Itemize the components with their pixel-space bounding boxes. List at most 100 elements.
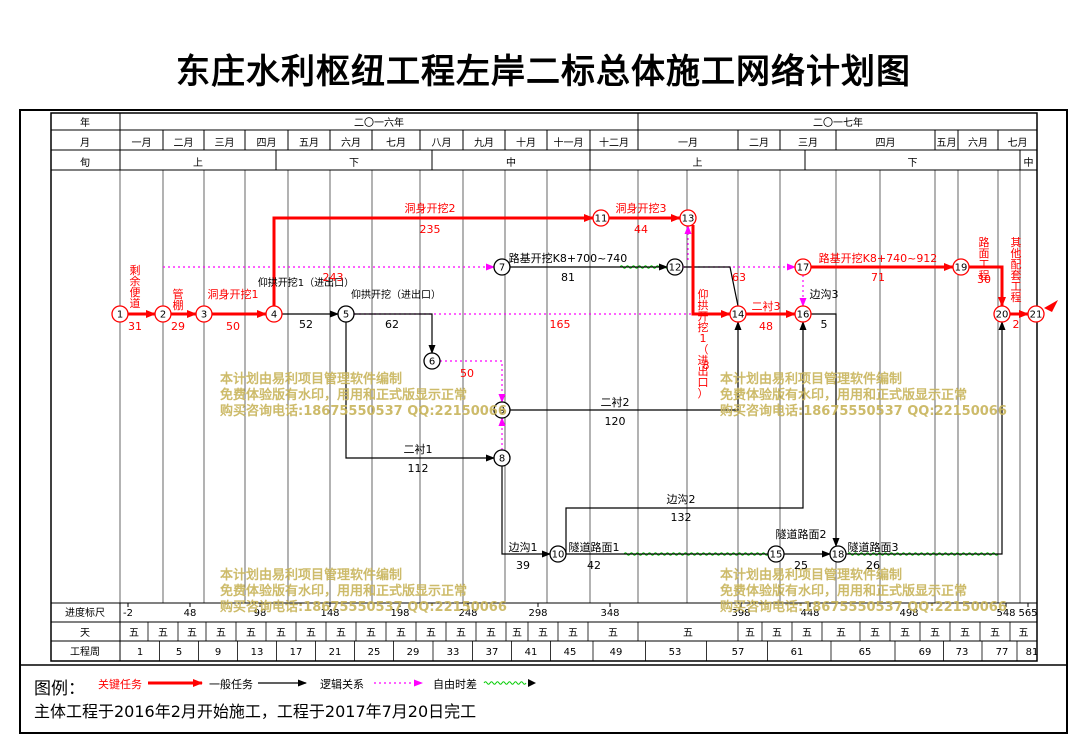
task-duration-17: 132 [671,511,692,524]
month-label-8: 九月 [474,137,494,149]
day-mark-4: 五 [246,628,256,639]
task-name-7: 路基开挖K8+740~912 [819,251,938,265]
task-duration-14: 112 [408,462,429,475]
task-name-5-char-9: ） [698,387,709,400]
progress-tick-2: 98 [254,608,267,619]
progress-tick-4: 198 [390,608,409,619]
week-label-7: 29 [407,647,420,658]
task-name-15: 边沟1 [509,541,538,554]
month-label-0: 一月 [132,137,152,149]
day-mark-13: 五 [512,628,522,639]
task-name-8-char-0: 路 [979,236,990,249]
watermark-line-2-1: 免费体验版有水印，用用和正式版显示正常 [220,583,467,599]
day-mark-18: 五 [745,628,755,639]
day-mark-14: 五 [538,628,548,639]
task-name-5-char-5: （ [698,343,709,356]
day-mark-20: 五 [802,628,812,639]
task-name-11: 仰拱开挖（进出口） [351,288,441,301]
crit-13-14 [691,225,731,318]
task-name-13: 二衬2 [601,396,630,409]
day-mark-11: 五 [456,628,466,639]
week-label-16: 65 [859,647,872,658]
day-mark-22: 五 [870,628,880,639]
watermark-line-3-0: 本计划由易利项目管理软件编制 [720,567,902,583]
day-mark-21: 五 [836,628,846,639]
legend-logic-label: 逻辑关系 [320,678,364,691]
task-name-9-char-5: 程 [1011,291,1022,304]
task-duration-16: 42 [587,559,601,572]
node-12[interactable] [666,258,684,276]
task-name-17: 边沟2 [667,493,696,506]
day-mark-10: 五 [426,628,436,639]
week-label-10: 41 [525,647,538,658]
task-name-19: 隧道路面3 [848,540,899,554]
node-6[interactable] [423,352,441,370]
node-19[interactable] [952,258,970,276]
node-label-21: 21 [1030,310,1043,321]
node-11[interactable] [592,209,610,227]
finish-flag-icon [1044,300,1058,312]
month-label-9: 十月 [516,136,536,149]
node-label-4: 4 [271,310,277,321]
period-label-4: 下 [908,158,918,169]
day-mark-19: 五 [772,628,782,639]
node-label-5: 5 [343,310,349,321]
task-duration-7: 71 [871,271,885,284]
node-4[interactable] [265,305,283,323]
month-label-3: 四月 [257,137,277,149]
week-label-18: 73 [956,647,969,658]
progress-tick-9: 448 [800,608,819,619]
day-mark-12: 五 [486,628,496,639]
month-label-6: 七月 [386,137,406,149]
task-name-1-char-1: 棚 [173,298,184,312]
day-mark-5: 五 [276,628,286,639]
node-1[interactable] [111,305,129,323]
task-name-8-char-1: 面 [979,247,990,260]
node-5[interactable] [337,305,355,323]
legend-samples [148,679,536,687]
node-label-6: 6 [429,357,435,368]
progress-tick-10: 498 [899,608,918,619]
task-name-10: 仰拱开挖1（进出口） [258,276,354,289]
watermark-line-1-1: 免费体验版有水印，用用和正式版显示正常 [720,387,967,403]
node-18[interactable] [829,545,847,563]
row-label-day: 天 [80,628,90,639]
task-duration-2: 50 [226,320,240,333]
week-label-15: 61 [791,647,804,658]
task-8-10 [501,466,551,558]
month-label-14: 三月 [798,137,818,149]
node-3[interactable] [195,305,213,323]
task-name-2: 洞身开挖1 [208,287,259,301]
node-label-3: 3 [201,310,207,321]
node-2[interactable] [154,305,172,323]
node-17[interactable] [794,258,812,276]
node-9[interactable] [493,401,511,419]
week-label-2: 9 [215,647,221,658]
watermark-line-2-2: 购买咨询电话:18675550537 QQ:22150066 [220,599,507,615]
task-9-14 [510,321,742,411]
node-10[interactable] [549,545,567,563]
task-name-5-char-8: 口 [698,376,709,389]
node-8[interactable] [493,449,511,467]
node-16[interactable] [794,305,812,323]
day-mark-6: 五 [306,628,316,639]
month-label-13: 二月 [749,137,769,149]
float-value-0: 243 [323,271,344,284]
node-21[interactable] [1027,305,1045,323]
progress-tick-8: 398 [731,608,750,619]
task-name-5-char-6: 进 [698,354,709,367]
node-13[interactable] [679,209,697,227]
node-14[interactable] [729,305,747,323]
day-mark-27: 五 [1019,628,1029,639]
week-label-11: 45 [564,647,577,658]
week-label-20: 81 [1026,647,1039,658]
day-mark-17: 五 [683,628,693,639]
node-20[interactable] [993,305,1011,323]
watermark-line-3-1: 免费体验版有水印，用用和正式版显示正常 [720,583,967,599]
crit-19-20 [969,265,1006,307]
node-7[interactable] [493,258,511,276]
node-15[interactable] [767,545,785,563]
float-value-1: 165 [550,318,571,331]
